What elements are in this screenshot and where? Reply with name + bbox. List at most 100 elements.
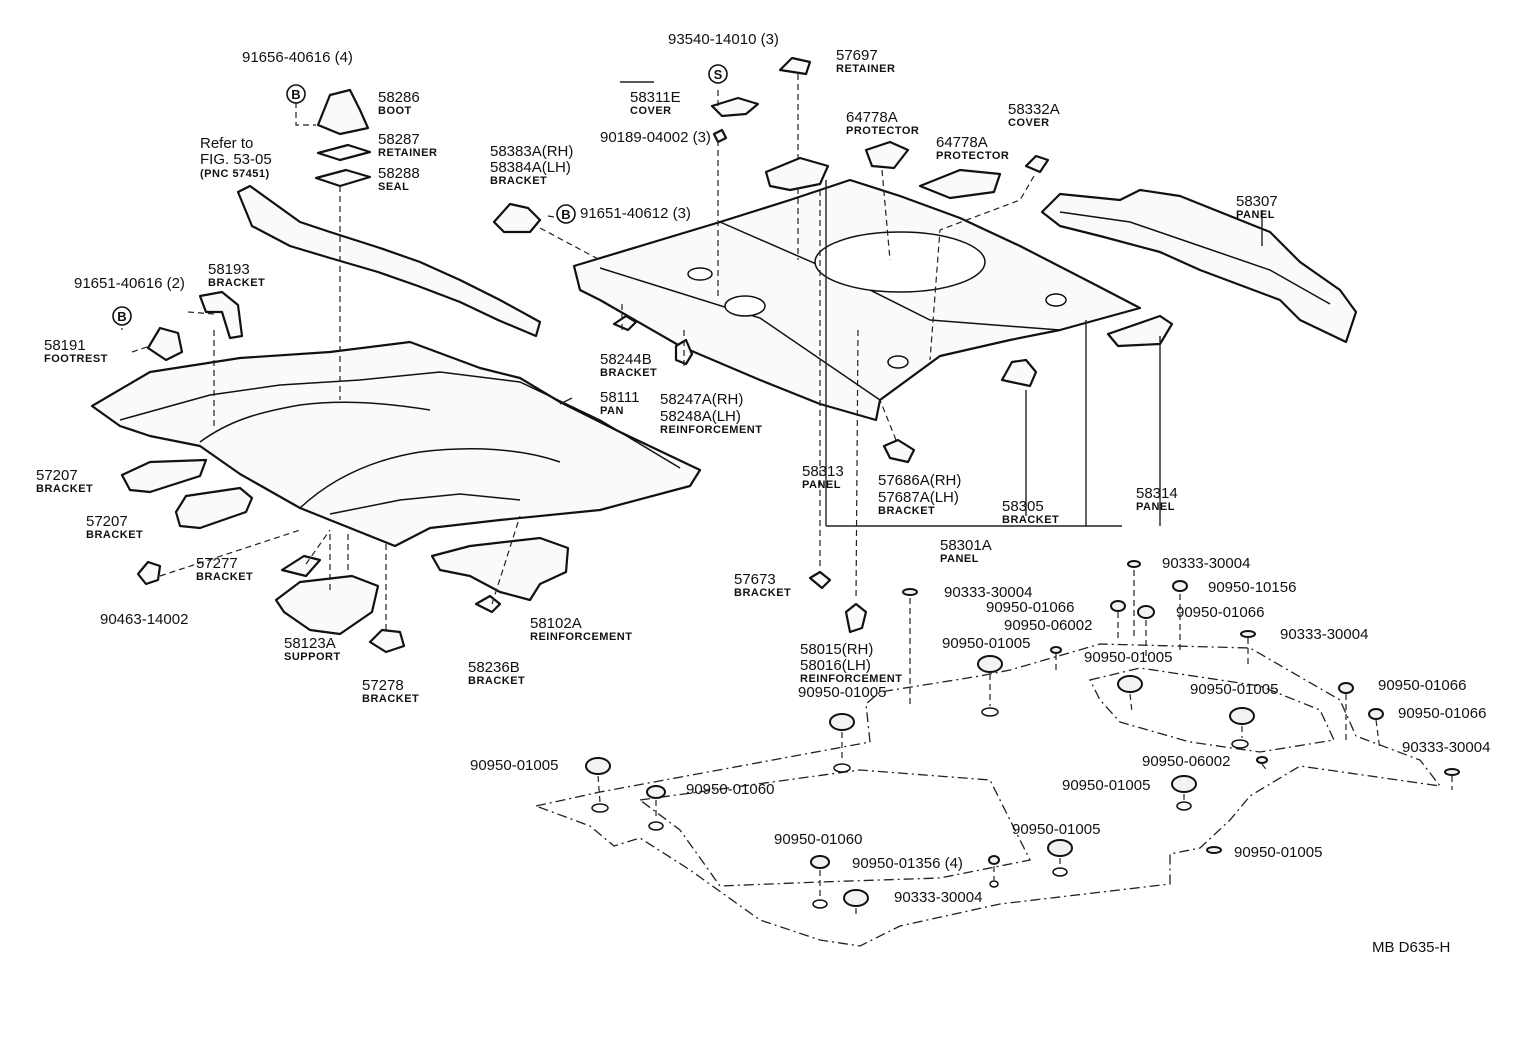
part-number-p58191: 58191 [44,337,86,354]
bracket-57207b-shape [174,486,254,530]
part-number-p91656: 91656-40616 (4) [242,49,353,66]
part-number-g9: 90950-01005 [1084,649,1172,666]
grommet-90950-01005-h [843,889,869,907]
part-name-p58313: PANEL [802,479,841,491]
part-number-p58123A: 58123A [284,635,336,652]
grommet-90950-01356 [988,855,1000,865]
grommet-90950-01005-c [1229,707,1255,725]
panel-58314-shape [1106,314,1174,348]
cover-58311E-shape [710,96,760,118]
grommet-90333-b [902,588,918,596]
grommets [585,560,1460,909]
bracket-58236B-shape [474,594,502,614]
part-name-p57277: BRACKET [196,571,253,583]
part-number-p57207a: 57207 [36,467,78,484]
part-labels: 91656-40616 (4)58286BOOT58287RETAINER582… [36,31,1490,906]
part-number-p58244B: 58244B [600,351,652,368]
bracket-57207a-shape [120,458,208,494]
part-name-p58384A: BRACKET [490,175,547,187]
crossmember-shape [236,184,542,338]
grommet-90950-10156 [1172,580,1188,592]
protector-64778A-2-shape [918,168,1002,200]
part-name-p58123A: SUPPORT [284,651,341,663]
grommet-90950-06002-b [1256,756,1268,764]
seal-58288-shape [314,168,372,188]
part-number-p57697: 57697 [836,47,878,64]
part-number-g5: 90950-01066 [1176,604,1264,621]
reference-note: Refer to FIG. 53-05 (PNC 57451) [200,135,272,180]
ref-note-line2: FIG. 53-05 [200,151,272,168]
grommet-90950-01005-f [1171,775,1197,793]
footrest-58191-shape [146,326,184,362]
protector-64778A-1-shape [864,140,910,170]
grommet-90950-01060-a [646,785,666,799]
part-name-p57207b: BRACKET [86,529,143,541]
diagram-code: MB D635-H [1372,939,1450,956]
part-number-g16: 90950-01005 [470,757,558,774]
grommet-90950-01005-e [585,757,611,775]
part-name-p58286: BOOT [378,105,412,117]
support-58123A-shape [274,574,380,636]
grommet-90950-01005-b [1117,675,1143,693]
part-number-g8: 90950-01005 [942,635,1030,652]
part-name-p58332A: COVER [1008,117,1050,129]
part-name-p58236B: BRACKET [468,675,525,687]
symbol-b-3-label: B [117,309,126,324]
part-number-g19: 90950-01005 [1012,821,1100,838]
part-name-p64778A1: PROTECTOR [846,125,919,137]
part-number-p58102A: 58102A [530,615,582,632]
part-number-g6: 90950-06002 [1004,617,1092,634]
grommet-90950-01066-a [1110,600,1126,612]
part-number-g7: 90333-30004 [1280,626,1368,643]
part-name-p58314: PANEL [1136,501,1175,513]
part-number-g17: 90950-01060 [686,781,774,798]
part-number-p58111: 58111 [600,389,640,406]
part-number-p90463: 90463-14002 [100,611,188,628]
part-number-p58311E: 58311E [630,89,681,106]
grommet-90950-01005-a [977,655,1003,673]
grommet-90333-c [1240,630,1256,638]
part-number-p58301A: 58301A [940,537,992,554]
part-name-p58288: SEAL [378,181,409,193]
ref-note-line1: Refer to [200,135,253,152]
boot-58286-shape [316,88,370,136]
part-number-p91651b: 91651-40612 (3) [580,205,691,222]
part-name-p58307: PANEL [1236,209,1275,221]
symbol-b-2 [556,204,576,224]
part-name-p57697: RETAINER [836,63,895,75]
grommet-90950-06002-a [1050,646,1062,654]
part-name-p58244B: BRACKET [600,367,657,379]
part-number-g15: 90950-06002 [1142,753,1230,770]
bracket-57277-shape [280,554,322,578]
part-number-p90189: 90189-04002 (3) [600,129,711,146]
grommet-90333-a [1127,560,1141,568]
part-number-g18: 90950-01005 [1062,777,1150,794]
part-number-p58314: 58314 [1136,485,1178,502]
ref-note-line3: (PNC 57451) [200,168,270,180]
part-number-p57673: 57673 [734,571,776,588]
cover-58332A-shape [1024,154,1050,174]
part-number-p58383A: 58383A(RH) [490,143,573,160]
part-shapes [90,56,1442,947]
bracket-58313-top-shape [764,156,830,192]
symbols: B S B B [112,64,728,326]
part-number-p58288: 58288 [378,165,420,182]
part-name-p57278: BRACKET [362,693,419,705]
symbol-s [708,64,728,84]
retainer-58287-shape [316,143,372,162]
clip-90463-shape [136,560,162,586]
grommet-90950-01005-g [1047,839,1073,857]
panel-58307-shape [1040,188,1358,344]
grommet-90950-01066-b [1137,605,1155,619]
part-name-p58311E: COVER [630,105,672,117]
part-number-g23: 90333-30004 [894,889,982,906]
part-number-p58015: 58015(RH) [800,641,873,658]
clip-90189-shape [712,128,728,144]
part-name-p58248A: REINFORCEMENT [660,424,762,436]
part-number-p64778A1: 64778A [846,109,898,126]
leader-lines [121,74,1453,918]
part-number-g10: 90950-01005 [1190,681,1278,698]
grommet-90333-d [1444,768,1460,776]
part-number-p58247A: 58247A(RH) [660,391,743,408]
part-number-g3: 90333-30004 [944,584,1032,601]
